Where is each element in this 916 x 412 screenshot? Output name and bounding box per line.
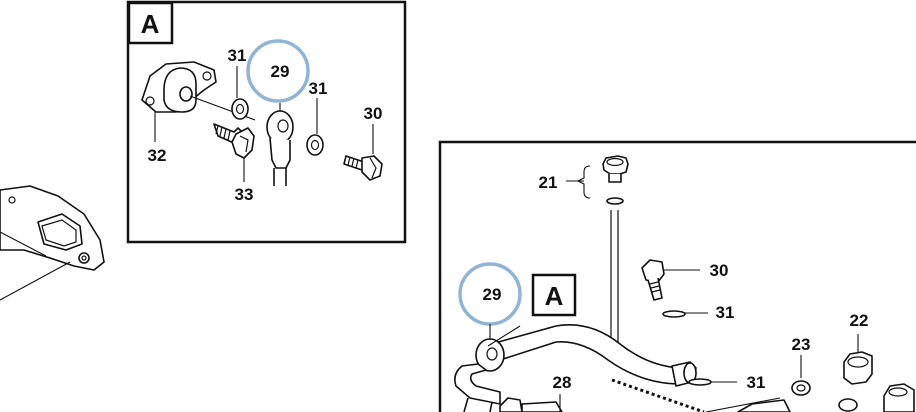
bolt-30-main [641,259,700,301]
label-28: 28 [553,373,572,392]
plug-21 [566,155,629,205]
manifold-gasket [0,185,105,301]
callout-box-a[interactable] [531,273,577,317]
banjo-fitting [266,110,294,186]
highlight-circle-29-detail[interactable] [246,39,310,103]
label-31-main-upper: 31 [716,303,735,322]
label-33-detail: 33 [235,185,254,204]
callout-box-a-label: A [545,281,564,311]
detail-box-a: A [126,0,407,244]
washer-31-upper [662,310,708,318]
washer-31-lower [688,378,737,386]
label-23: 23 [792,335,811,354]
plug-22 [843,334,873,385]
washer-31-left [231,98,249,120]
label-29-main: 29 [483,285,502,304]
banjo-bolt [213,123,255,159]
label-32-detail: 32 [148,146,167,165]
fitting-28 [499,394,563,412]
detail-box-title: A [141,9,160,39]
washer-31-right [306,134,324,156]
label-31-detail-left: 31 [228,46,247,65]
label-30-detail: 30 [364,104,383,123]
label-21: 21 [539,173,558,192]
main-assembly-box: A 21 30 31 22 23 29 31 28 [438,140,916,412]
bolt-30 [343,155,383,181]
label-31-main-lower: 31 [747,373,766,392]
label-30-main: 30 [710,261,729,280]
label-31-detail-right: 31 [309,79,328,98]
label-29-detail: 29 [271,62,290,81]
banjo-pipe [454,324,697,412]
label-22: 22 [850,311,869,330]
washer-23 [705,355,811,412]
lower-right-fitting [737,383,915,412]
